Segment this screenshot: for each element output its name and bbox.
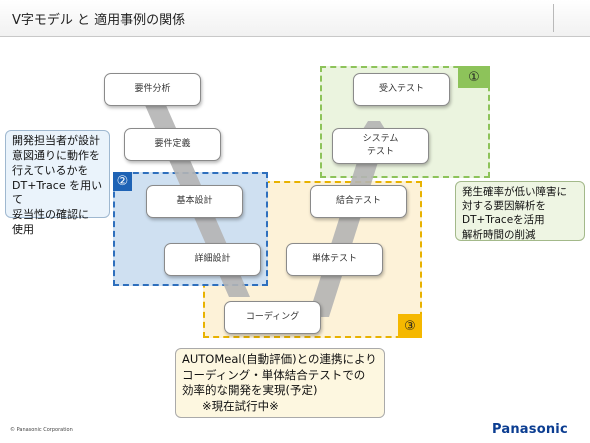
callout-automeal: AUTOMeal(自動評価)との連携により コーディング・単体結合テストでの 効… [175, 348, 385, 418]
callout-right-line: 対する要因解析を [462, 200, 546, 213]
callout-bottom-line: AUTOMeal(自動評価)との連携により [182, 352, 377, 366]
callout-left-line: 使用 [12, 223, 34, 237]
callout-bottom-line: コーディング・単体結合テストでの [182, 367, 366, 382]
badge-1: ① [458, 66, 490, 88]
box-coding: コーディング [224, 301, 321, 334]
box-requirements-definition: 要件定義 [124, 128, 221, 161]
box-system-test: システム テスト [332, 128, 429, 164]
box-acceptance-test: 受入テスト [353, 73, 450, 106]
callout-bottom-note: ※現在試行中※ [202, 398, 279, 413]
callout-left-line: DT+Trace を用いて [12, 178, 103, 207]
copyright-text: © Panasonic Corporation [10, 427, 73, 433]
callout-design-verification: 開発担当者が設計 意図通りに動作を 行えているかを DT+Trace を用いて … [5, 130, 110, 236]
box-requirements-analysis: 要件分析 [104, 73, 201, 106]
box-unit-test: 単体テスト [286, 243, 383, 276]
callout-left-line: 意図通りに動作を [12, 148, 100, 162]
callout-bottom-line: 効率的な開発を実現(予定) [182, 383, 318, 398]
callout-left-line: 行えているかを [12, 163, 89, 177]
page-title: V字モデル と 適用事例の関係 [12, 13, 186, 28]
system-test-line2: テスト [366, 147, 394, 157]
callout-failure-analysis: 発生確率が低い障害に 対する要因解析を DT+Traceを活用 解析時間の削減 [455, 181, 585, 241]
up-arrow [308, 140, 385, 317]
title-bar [0, 0, 590, 37]
callout-right-line: DT+Traceを活用 [462, 214, 545, 227]
callout-left-line: 妥当性の確認に [12, 208, 89, 222]
system-test-line1: システム [362, 133, 399, 144]
badge-3: ③ [398, 314, 422, 338]
badge-2: ② [113, 172, 132, 191]
callout-right-line: 発生確率が低い障害に [462, 186, 567, 198]
callout-left-line: 開発担当者が設計 [12, 134, 100, 147]
panasonic-logo: Panasonic [492, 422, 568, 437]
box-basic-design: 基本設計 [146, 185, 243, 218]
box-detailed-design: 詳細設計 [164, 243, 261, 276]
box-integration-test: 結合テスト [310, 185, 407, 218]
callout-right-line: 解析時間の削減 [462, 228, 536, 241]
title-separator [553, 4, 554, 32]
